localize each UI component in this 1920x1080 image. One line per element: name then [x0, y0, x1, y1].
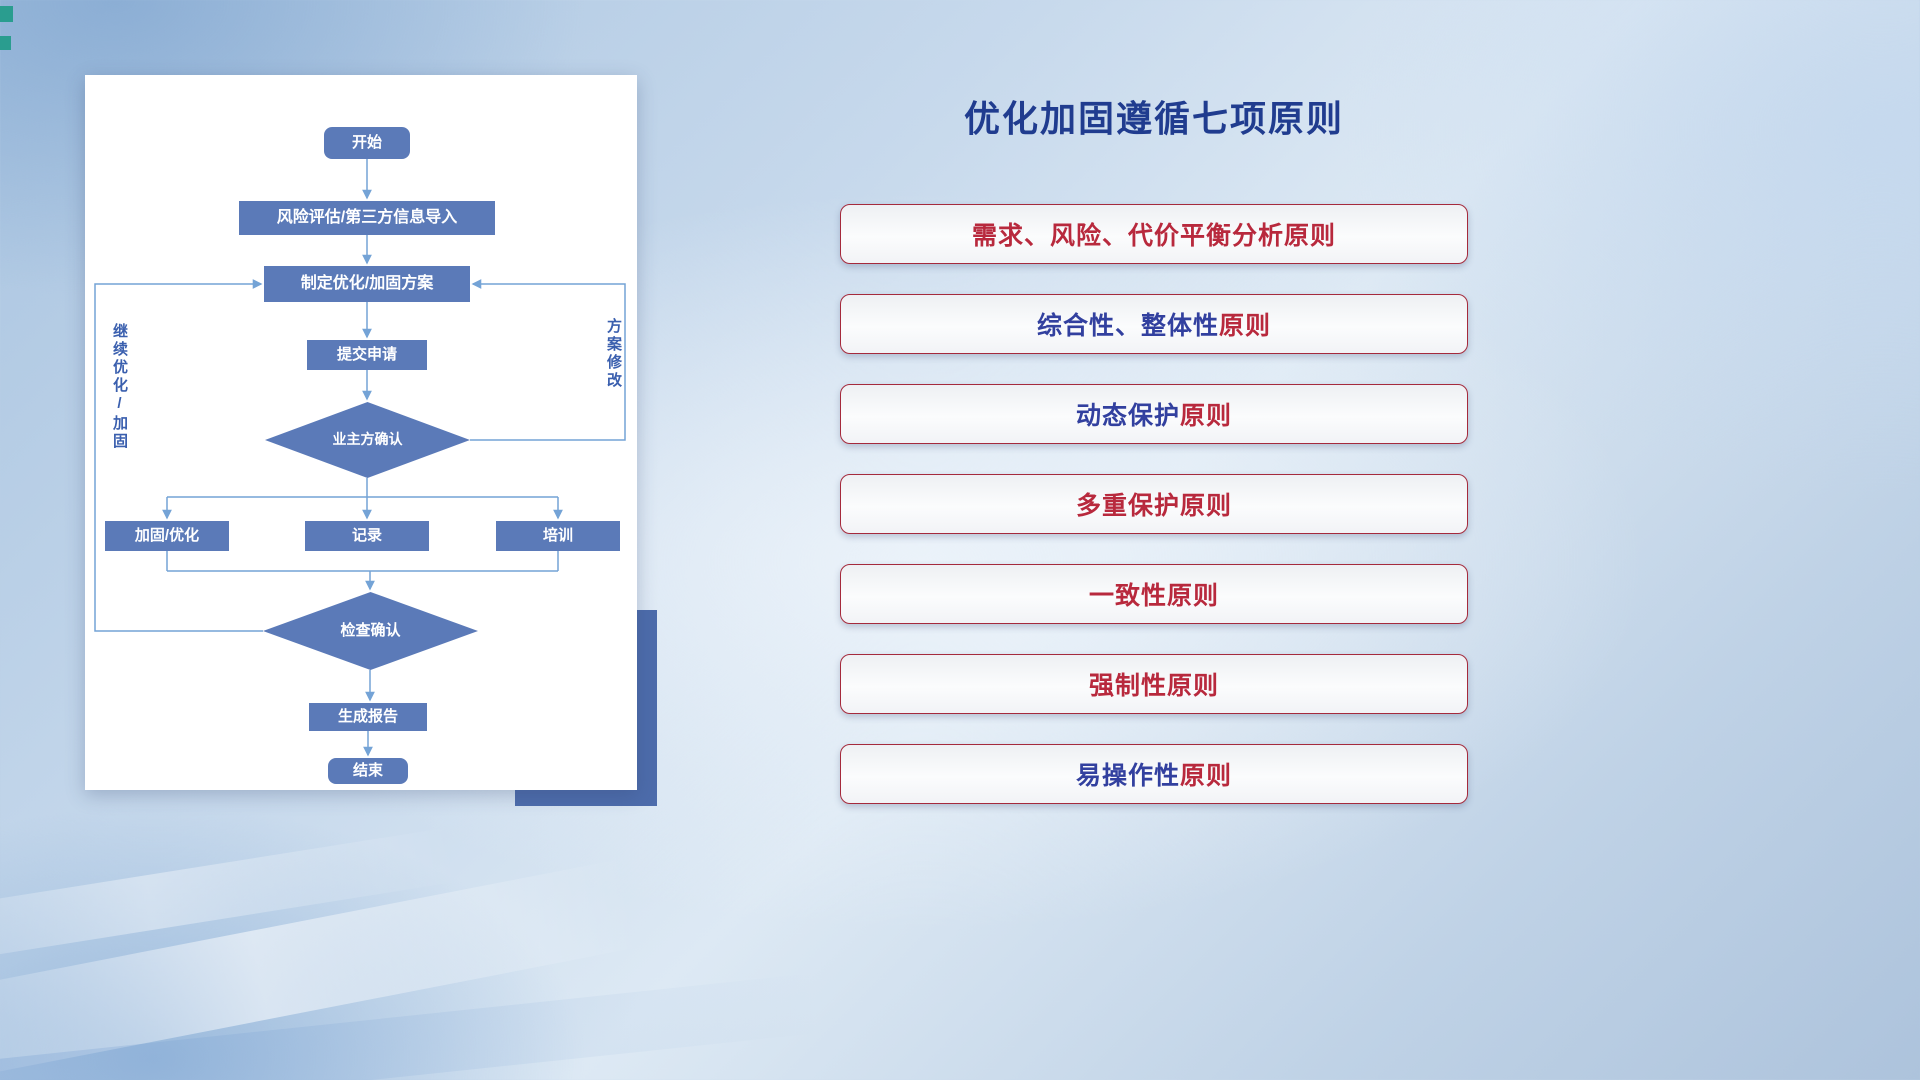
flowchart-card: 开始 风险评估/第三方信息导入 制定优化/加固方案 提交申请 业主方确认 加固/…	[85, 75, 637, 790]
page-title: 优化加固遵循七项原则	[963, 98, 1344, 139]
principle-text: 动态保护	[1075, 402, 1180, 430]
decor-mark	[0, 6, 13, 22]
principles-panel: 优化加固遵循七项原则 需求、风险、代价平衡分析原则 综合性、整体性原则 动态保护…	[840, 90, 1468, 804]
flowchart-node-record: 记录	[305, 521, 429, 551]
principle-box: 强制性原则	[840, 654, 1468, 714]
principle-text: 易操作性	[1075, 762, 1180, 790]
flowchart-node-end: 结束	[328, 758, 408, 784]
flowchart-label-plan-modify: 方案修改	[605, 318, 622, 390]
principle-box: 需求、风险、代价平衡分析原则	[840, 204, 1468, 264]
principles-list: 需求、风险、代价平衡分析原则 综合性、整体性原则 动态保护原则 多重保护原则 一…	[840, 204, 1468, 804]
principle-box: 一致性原则	[840, 564, 1468, 624]
flowchart-node-make-plan: 制定优化/加固方案	[264, 266, 470, 302]
principle-text-suffix: 原则	[1180, 402, 1233, 430]
flowchart-node-report: 生成报告	[309, 703, 427, 731]
principle-box: 易操作性原则	[840, 744, 1468, 804]
principle-box: 多重保护原则	[840, 474, 1468, 534]
principle-text-suffix: 原则	[1219, 312, 1272, 340]
decor-mark	[0, 36, 11, 50]
flowchart-node-risk-assessment: 风险评估/第三方信息导入	[239, 201, 495, 235]
flowchart-node-submit: 提交申请	[307, 340, 427, 370]
principle-text: 需求、风险、代价平衡分析	[971, 222, 1284, 250]
principle-text-suffix: 原则	[1180, 492, 1233, 520]
flowchart-label-continue-optimize: 继续优化/加固	[111, 323, 128, 451]
principle-box: 动态保护原则	[840, 384, 1468, 444]
background-streak	[0, 973, 821, 1080]
principle-box: 综合性、整体性原则	[840, 294, 1468, 354]
principle-text: 综合性、整体性	[1036, 312, 1219, 340]
principle-text-suffix: 原则	[1167, 582, 1220, 610]
flowchart-node-start: 开始	[324, 127, 410, 159]
principle-text-suffix: 原则	[1180, 762, 1233, 790]
flowchart-node-harden: 加固/优化	[105, 521, 229, 551]
flowchart-node-training: 培训	[496, 521, 620, 551]
background-streak	[0, 826, 461, 979]
principle-text-suffix: 原则	[1284, 222, 1337, 250]
principle-text-suffix: 原则	[1167, 672, 1220, 700]
background-streak	[0, 858, 642, 1080]
principle-text: 多重保护	[1075, 492, 1180, 520]
flowchart-connectors	[94, 159, 626, 757]
principle-text: 一致性	[1088, 582, 1167, 610]
principle-text: 强制性	[1088, 672, 1167, 700]
